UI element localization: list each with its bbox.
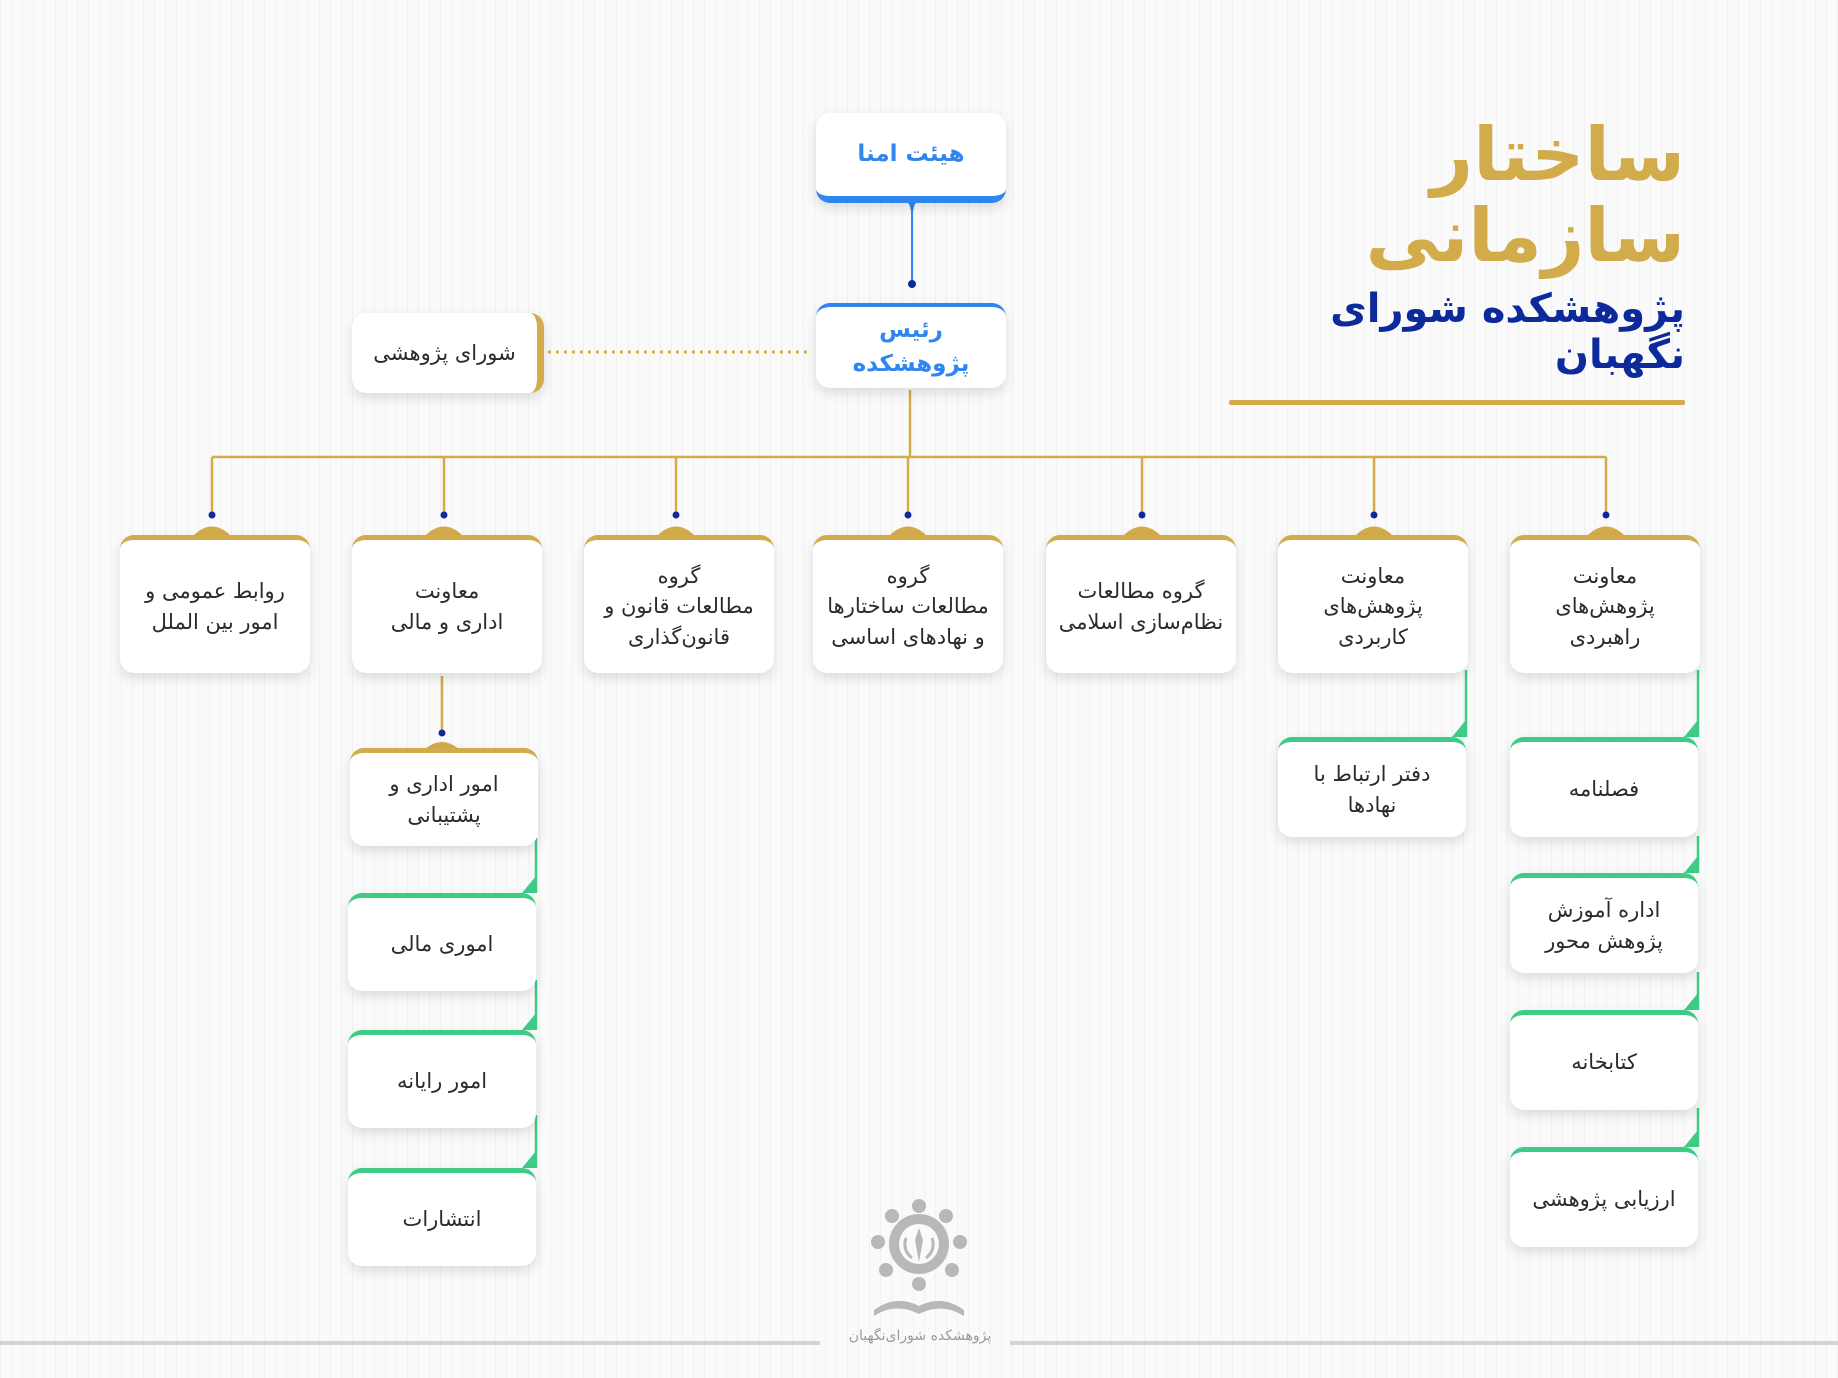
dept-box-strategic-research: معاونت پژوهش‌های راهبردی [1510, 535, 1700, 673]
unit-box-library: کتابخانه [1510, 1010, 1698, 1110]
unit-label: امور رایانه [396, 1069, 488, 1094]
unit-box-computing: امور رایانه [348, 1030, 536, 1128]
dept-label: گروه مطالعات ساختارها و نهادهای اساسی [827, 563, 989, 649]
dept-box-legislation-studies: گروه مطالعات قانون و قانون‌گذاری [584, 535, 774, 673]
unit-label: امور اداری و پشتیبانی [389, 772, 499, 827]
institute-emblem-icon [871, 1199, 967, 1316]
president-box: رئیس پژوهشکده [816, 303, 1006, 388]
board-of-trustees-box: هیئت امنا [816, 113, 1006, 203]
dept-box-public-relations: روابط عمومی و امور بین الملل [120, 535, 310, 673]
title-underline [1229, 399, 1685, 405]
dept-label: گروه مطالعات نظام‌سازی اسلامی [1058, 579, 1224, 634]
title-block: ساختار سازمانی پژوهشکده شورای نگهبان [1215, 112, 1685, 405]
dept-label: معاونت پژوهش‌های راهبردی [1555, 563, 1655, 649]
unit-box-research-evaluation: ارزیابی پژوهشی [1510, 1147, 1698, 1247]
unit-label: فصلنامه [1568, 777, 1640, 802]
board-label: هیئت امنا [857, 140, 965, 167]
unit-box-admin-support: امور اداری و پشتیبانی [350, 748, 538, 846]
page-title: ساختار سازمانی [1365, 112, 1685, 280]
unit-label: اداره آموزش پژوهش محور [1545, 898, 1663, 953]
dept-box-applied-research: معاونت پژوهش‌های کاربردی [1278, 535, 1468, 673]
unit-label: انتشارات [402, 1207, 482, 1232]
footer-line-left [0, 1341, 820, 1345]
unit-box-finance: اموری مالی [348, 893, 536, 991]
dept-label: معاونت اداری و مالی [390, 579, 504, 634]
unit-box-institutions-liaison: دفتر ارتباط با نهادها [1278, 737, 1466, 837]
unit-label: کتابخانه [1571, 1050, 1637, 1075]
unit-label: ارزیابی پژوهشی [1532, 1187, 1676, 1212]
dept-label: معاونت پژوهش‌های کاربردی [1323, 563, 1423, 649]
footer-logo-text: پژوهشکده شورای‌نگهبان [848, 1328, 992, 1344]
council-label: شورای پژوهشی [373, 340, 516, 365]
dept-box-islamic-system-studies: گروه مطالعات نظام‌سازی اسلامی [1046, 535, 1236, 673]
dept-box-structures-studies: گروه مطالعات ساختارها و نهادهای اساسی [813, 535, 1003, 673]
unit-box-quarterly: فصلنامه [1510, 737, 1698, 837]
dept-box-admin-finance: معاونت اداری و مالی [352, 535, 542, 673]
unit-box-publications: انتشارات [348, 1168, 536, 1266]
research-council-box: شورای پژوهشی [352, 313, 544, 393]
unit-box-research-education: اداره آموزش پژوهش محور [1510, 873, 1698, 973]
unit-label: اموری مالی [390, 932, 494, 957]
president-label: رئیس پژوهشکده [852, 317, 970, 377]
dept-label: روابط عمومی و امور بین الملل [145, 579, 285, 634]
page-subtitle: پژوهشکده شورای نگهبان [1330, 285, 1685, 378]
footer-line-right [1010, 1341, 1838, 1345]
dept-label: گروه مطالعات قانون و قانون‌گذاری [604, 563, 754, 649]
unit-label: دفتر ارتباط با نهادها [1313, 762, 1431, 817]
